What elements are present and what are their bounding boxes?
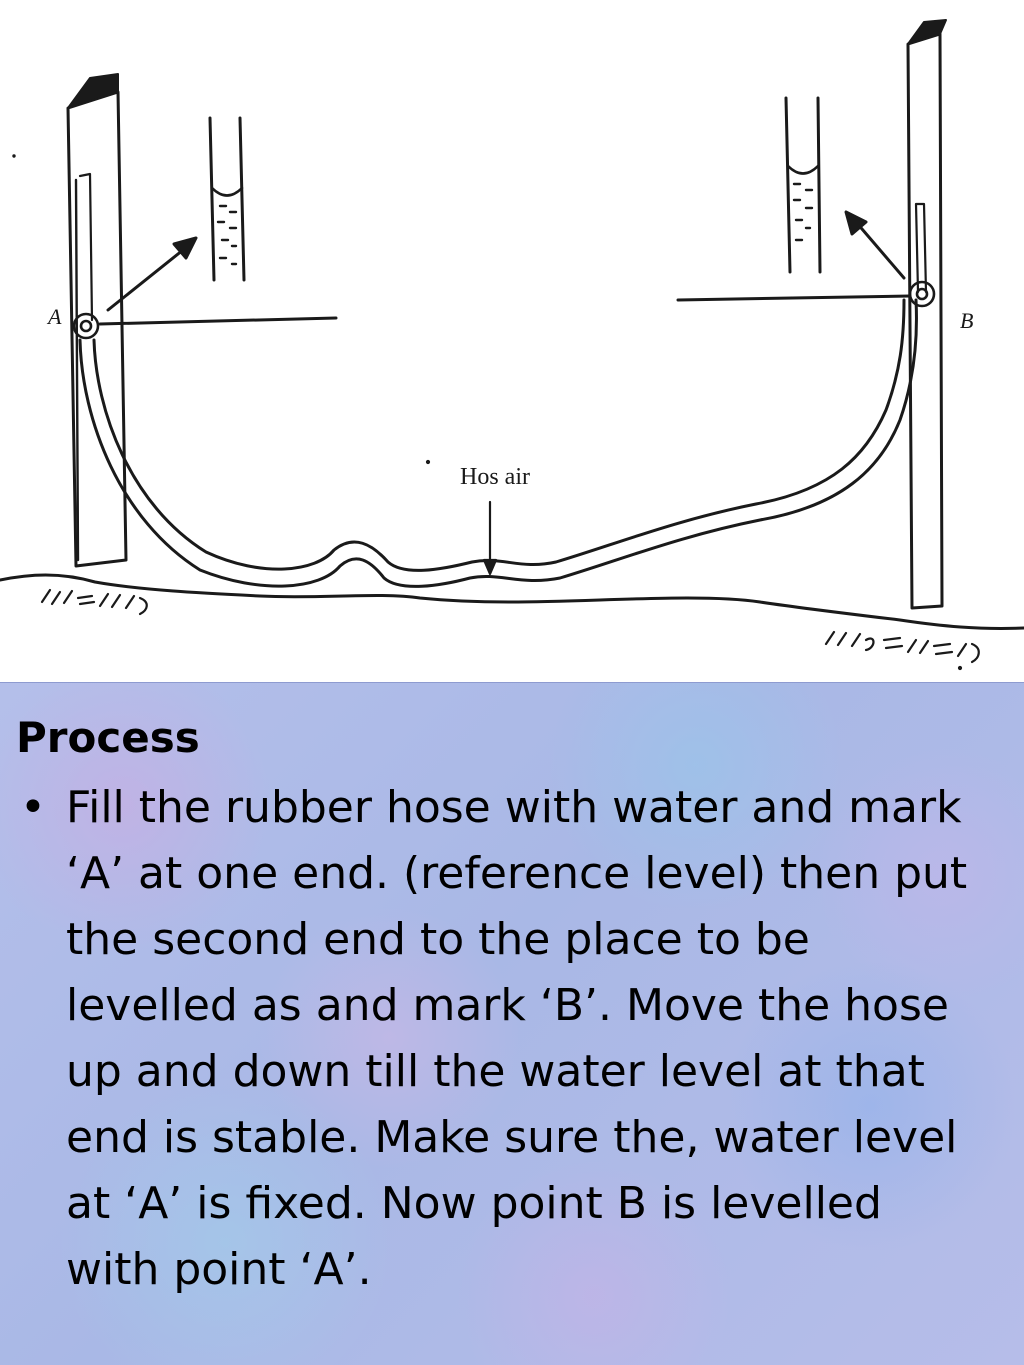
hose-end-b <box>908 280 936 308</box>
label-a: A <box>46 304 62 329</box>
level-line-b <box>676 294 912 302</box>
rubber-hose <box>78 298 918 588</box>
bullet-icon: • <box>20 782 46 834</box>
arrow-to-tube-a <box>106 236 198 312</box>
process-bullet: • Fill the rubber hose with water and ma… <box>16 775 984 1303</box>
ground-line <box>0 573 1024 631</box>
label-b: B <box>960 308 973 333</box>
left-post <box>66 73 128 568</box>
diagram-svg: A B Hos air <box>0 19 1024 671</box>
process-description: Fill the rubber hose with water and mark… <box>66 782 968 1296</box>
speck <box>425 459 431 465</box>
process-panel: Process • Fill the rubber hose with wate… <box>0 682 1024 1365</box>
right-post <box>906 19 947 610</box>
level-line-a <box>98 316 338 326</box>
speck <box>957 665 963 671</box>
tube-detail-b <box>784 96 822 274</box>
ground-hatching-left <box>40 588 148 616</box>
process-heading: Process <box>16 713 200 762</box>
hose-label: Hos air <box>460 464 530 490</box>
hose-end-a <box>72 312 100 340</box>
tube-detail-a <box>208 116 246 282</box>
water-level-diagram: A B Hos air <box>0 0 1024 682</box>
speck <box>12 154 16 158</box>
ground-hatching-right <box>824 630 980 664</box>
arrow-to-tube-b <box>844 210 906 280</box>
arrow-to-hose <box>482 500 498 576</box>
